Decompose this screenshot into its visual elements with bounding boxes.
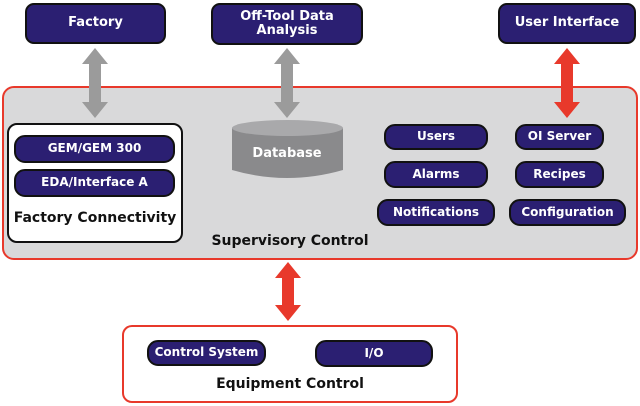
control-system-box[interactable]: Control System (147, 340, 266, 366)
supervisory-control-label: Supervisory Control (211, 233, 369, 249)
off-tool-data-analysis-box[interactable]: Off-Tool Data Analysis (211, 3, 363, 45)
equipment-control-label: Equipment Control (216, 376, 364, 392)
off-tool-arrow (274, 48, 300, 118)
user-interface-arrow (554, 48, 580, 118)
factory-box[interactable]: Factory (25, 3, 166, 44)
user-interface-box[interactable]: User Interface (498, 3, 636, 44)
io-box[interactable]: I/O (315, 340, 433, 367)
equipment-arrow (275, 262, 301, 321)
alarms-box[interactable]: Alarms (384, 161, 488, 188)
factory-arrow (82, 48, 108, 118)
factory-connectivity-label: Factory Connectivity (13, 210, 177, 226)
users-box[interactable]: Users (384, 124, 488, 150)
database-cylinder-icon (232, 120, 343, 178)
recipes-box[interactable]: Recipes (515, 161, 604, 188)
eda-interface-a-box[interactable]: EDA/Interface A (14, 169, 175, 197)
notifications-box[interactable]: Notifications (377, 199, 495, 226)
configuration-box[interactable]: Configuration (509, 199, 626, 226)
gem-gem300-box[interactable]: GEM/GEM 300 (14, 135, 175, 163)
oi-server-box[interactable]: OI Server (515, 124, 604, 150)
database-label: Database (252, 146, 322, 161)
